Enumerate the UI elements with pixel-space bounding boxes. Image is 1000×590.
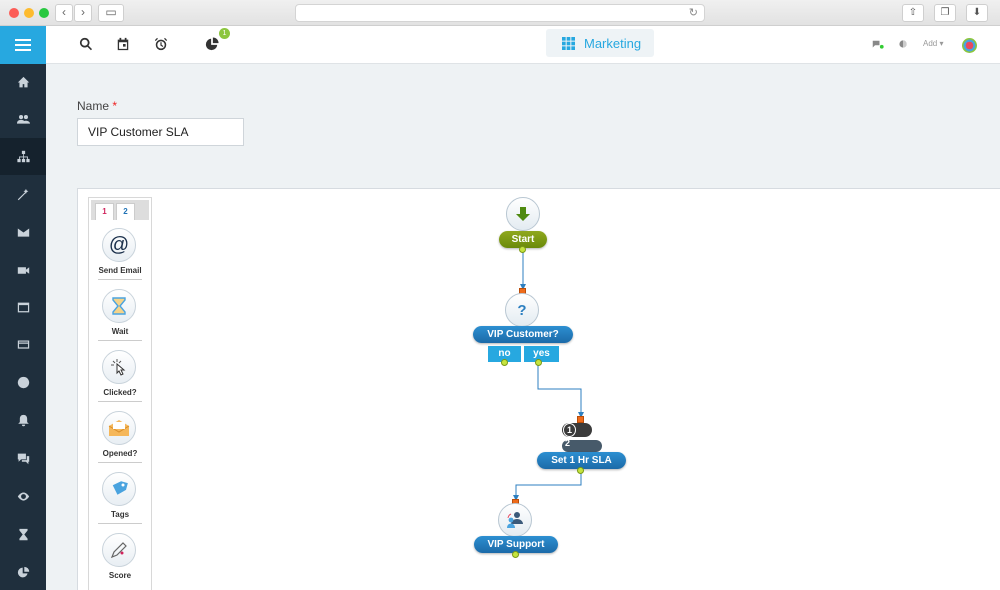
- start-output-port[interactable]: [519, 246, 526, 253]
- video-icon[interactable]: [0, 252, 46, 289]
- add-dropdown[interactable]: Add ▾: [923, 39, 944, 48]
- branch-no-port[interactable]: [501, 359, 508, 366]
- start-node-icon[interactable]: [506, 197, 540, 231]
- card-icon[interactable]: [0, 326, 46, 363]
- reload-icon[interactable]: ↻: [688, 7, 698, 19]
- pie-chart-icon[interactable]: [0, 554, 46, 590]
- hamburger-menu-icon[interactable]: [0, 26, 46, 64]
- palette-send-email[interactable]: @ Send Email: [89, 228, 151, 289]
- top-bar: 1 Marketing Add ▾: [46, 26, 1000, 64]
- branch-no[interactable]: no: [488, 346, 521, 362]
- palette-tags[interactable]: Tags: [89, 472, 151, 533]
- tag-icon: [102, 472, 136, 506]
- download-icon[interactable]: ⬇: [966, 4, 988, 22]
- branch-yes-port[interactable]: [535, 359, 542, 366]
- tabs-icon[interactable]: ❐: [934, 4, 956, 22]
- left-sidebar: [0, 26, 46, 590]
- palette-score[interactable]: Score: [89, 533, 151, 590]
- envelope-icon: [102, 411, 136, 445]
- workflow-icon[interactable]: [0, 138, 46, 175]
- start-node-label[interactable]: Start: [499, 231, 547, 248]
- notification-badge: 1: [219, 28, 230, 39]
- sla-pill-2: 2: [562, 438, 602, 452]
- add-label: Add: [923, 39, 938, 48]
- palette-opened[interactable]: Opened?: [89, 411, 151, 472]
- alarm-clock-icon[interactable]: [154, 37, 168, 51]
- app-switcher-marketing[interactable]: Marketing: [546, 29, 654, 57]
- bell-icon[interactable]: [0, 402, 46, 439]
- browser-chrome: ‹ › ▭ ↻ ⇧ ❐ ⬇: [0, 0, 1000, 26]
- visibility-toggle-icon[interactable]: [899, 40, 907, 50]
- action-palette: 1 2 @ Send Email Wait Clicked?: [88, 197, 152, 590]
- globe-icon[interactable]: [0, 364, 46, 401]
- email-icon[interactable]: [0, 214, 46, 251]
- user-avatar[interactable]: [962, 38, 977, 53]
- reports-pie-icon[interactable]: [205, 37, 219, 51]
- support-user-icon[interactable]: [498, 503, 532, 537]
- magic-wand-icon[interactable]: [0, 176, 46, 213]
- main-content: Name * VIP Customer SLA 1 2 @ Send Email…: [46, 64, 1000, 590]
- sla-pill-1: 1: [562, 423, 592, 437]
- address-bar[interactable]: ↻: [295, 4, 705, 22]
- hourglass-icon[interactable]: [0, 516, 46, 553]
- window-icon[interactable]: [0, 289, 46, 326]
- workflow-canvas[interactable]: 1 2 @ Send Email Wait Clicked?: [77, 188, 1000, 590]
- support-node-label[interactable]: VIP Support: [474, 536, 558, 553]
- back-icon[interactable]: ‹: [55, 4, 73, 22]
- condition-node-label[interactable]: VIP Customer?: [473, 326, 573, 343]
- close-window-dot[interactable]: [9, 8, 19, 18]
- grid-icon: [562, 36, 575, 50]
- eye-icon[interactable]: [0, 478, 46, 515]
- palette-tab-1[interactable]: 1: [95, 203, 114, 220]
- name-input[interactable]: VIP Customer SLA: [77, 118, 244, 146]
- minimize-window-dot[interactable]: [24, 8, 34, 18]
- chat-status-icon[interactable]: [872, 40, 884, 51]
- palette-clicked[interactable]: Clicked?: [89, 350, 151, 411]
- palette-tab-2[interactable]: 2: [116, 203, 135, 220]
- branch-yes[interactable]: yes: [524, 346, 559, 362]
- pointer-click-icon: [102, 350, 136, 384]
- forward-icon[interactable]: ›: [74, 4, 92, 22]
- contacts-icon[interactable]: [0, 101, 46, 138]
- required-marker: *: [112, 99, 118, 113]
- palette-tabs: 1 2: [91, 200, 149, 220]
- maximize-window-dot[interactable]: [39, 8, 49, 18]
- home-icon[interactable]: [0, 64, 46, 101]
- pen-icon: [102, 533, 136, 567]
- chat-icon[interactable]: [0, 440, 46, 477]
- support-output-port[interactable]: [512, 551, 519, 558]
- search-icon[interactable]: [79, 37, 93, 51]
- flow-connectors: [513, 249, 584, 501]
- name-label: Name *: [77, 99, 118, 113]
- share-icon[interactable]: ⇧: [902, 4, 924, 22]
- sidebar-toggle-icon[interactable]: ▭: [98, 4, 124, 22]
- sla-input-port[interactable]: [577, 416, 584, 423]
- question-icon[interactable]: ?: [505, 293, 539, 327]
- hourglass-icon: [102, 289, 136, 323]
- palette-wait[interactable]: Wait: [89, 289, 151, 350]
- calendar-icon[interactable]: [116, 37, 130, 51]
- sla-node-label[interactable]: Set 1 Hr SLA: [537, 452, 626, 469]
- at-sign-icon: @: [102, 228, 136, 262]
- app-name: Marketing: [584, 35, 642, 51]
- sla-output-port[interactable]: [577, 467, 584, 474]
